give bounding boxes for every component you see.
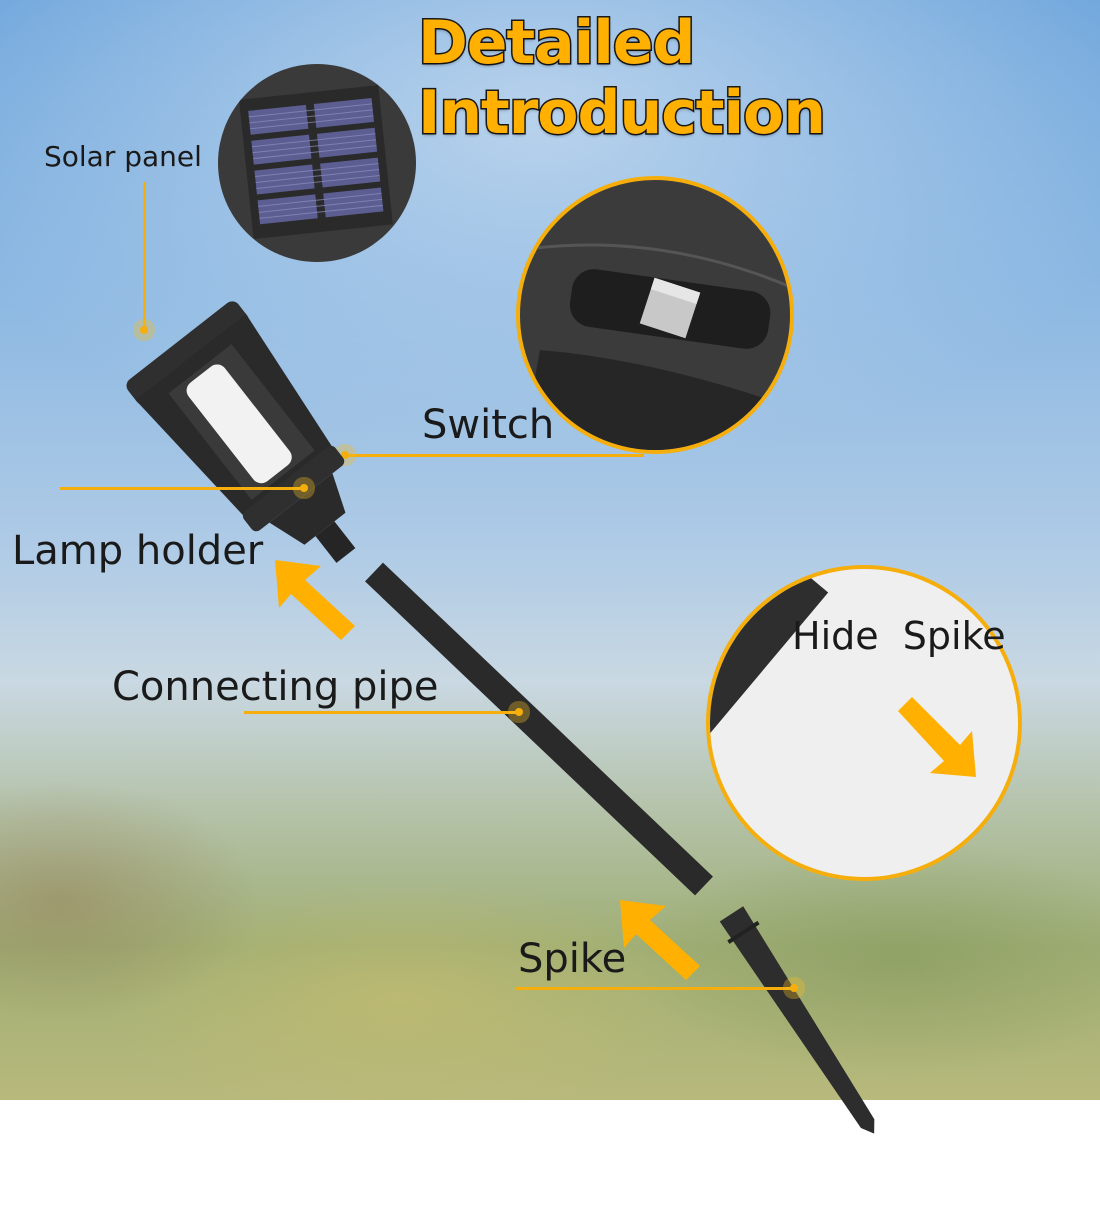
spike-label: Spike bbox=[518, 936, 627, 982]
solar-panel-label: Solar panel bbox=[44, 140, 202, 173]
lamp-holder-leader-line bbox=[60, 487, 306, 490]
connecting-pipe-label: Connecting pipe bbox=[112, 664, 439, 710]
solar-panel-marker bbox=[140, 326, 148, 334]
spike-image bbox=[719, 906, 875, 1134]
solar-panel-image bbox=[238, 85, 393, 240]
switch-label: Switch bbox=[422, 402, 555, 448]
arrow-up-left-icon bbox=[275, 560, 355, 640]
switch-image bbox=[520, 243, 790, 450]
switch-marker bbox=[341, 451, 349, 459]
connecting-pipe-leader-line bbox=[244, 711, 520, 714]
connecting-pipe-image bbox=[365, 562, 713, 896]
spike-leader-line bbox=[515, 987, 795, 990]
arrow-up-left-icon bbox=[620, 900, 700, 980]
lamp-holder-label: Lamp holder bbox=[12, 528, 264, 574]
spike-marker bbox=[790, 984, 798, 992]
connecting-pipe-marker bbox=[515, 708, 523, 716]
page-title: Detailed Introduction bbox=[417, 7, 828, 150]
hide-spike-inset bbox=[706, 565, 1022, 881]
solar-panel-leader-line bbox=[143, 182, 146, 330]
lamp-holder-marker bbox=[300, 484, 308, 492]
switch-inset bbox=[516, 176, 794, 454]
lamp-holder-image bbox=[126, 301, 356, 563]
hide-spike-image bbox=[710, 569, 829, 746]
hide-spike-label: Hide Spike bbox=[792, 614, 1006, 658]
solar-panel-inset bbox=[218, 64, 416, 262]
arrow-down-right-icon bbox=[898, 697, 976, 777]
switch-leader-line bbox=[344, 454, 644, 457]
